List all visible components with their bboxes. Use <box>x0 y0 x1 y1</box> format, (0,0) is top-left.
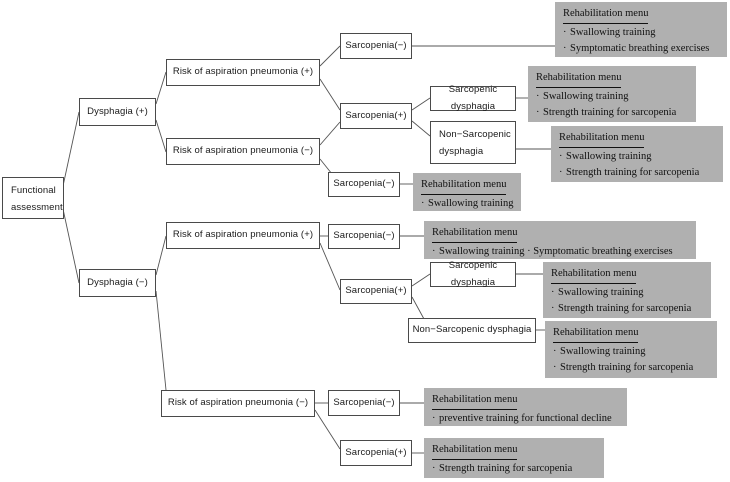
menu-1-title: Rehabilitation menu <box>563 6 649 24</box>
menu-9-item-0: Strength training for sarcopenia <box>432 461 597 478</box>
menu-5-title: Rehabilitation menu <box>432 225 518 243</box>
non-sarcopenic-dysphagia-1-line1: Non−Sarcopenic <box>439 129 511 140</box>
menu-7-title: Rehabilitation menu <box>553 325 639 343</box>
node-dysphagia-positive[interactable]: Dysphagia (+) <box>79 98 156 126</box>
menu-1-item-0: Swallowing training <box>563 25 720 42</box>
menu-6-item-1: Strength training for sarcopenia <box>551 301 704 318</box>
node-sarcopenic-dysphagia-2[interactable]: Sarcopenic dysphagia <box>430 260 516 288</box>
menu-8-item-0: preventive training for functional decli… <box>432 411 620 428</box>
menu-panel-3: Rehabilitation menu Swallowing training … <box>551 126 723 182</box>
edge-dysneg-to-riskpos <box>155 235 167 276</box>
node-sarcopenia-negative-4[interactable]: Sarcopenia(−) <box>328 390 400 416</box>
root-label-line2: assessment <box>11 201 63 213</box>
menu-1-item-1: Symptomatic breathing exercises <box>563 41 720 58</box>
menu-6-title: Rehabilitation menu <box>551 266 637 284</box>
menu-7-item-0: Swallowing training <box>553 344 710 361</box>
menu-5-item-0: Swallowing training · Symptomatic breath… <box>432 244 689 261</box>
menu-6-item-0: Swallowing training <box>551 285 704 302</box>
node-functional-assessment[interactable]: Functional assessment <box>2 177 64 219</box>
edge-riskposa-to-sarcopos1 <box>319 78 341 111</box>
node-sarcopenia-positive-1[interactable]: Sarcopenia(+) <box>340 103 412 129</box>
node-sarcopenia-negative-1[interactable]: Sarcopenia(−) <box>340 33 412 59</box>
edge-riskposb-to-sarcopos2 <box>319 242 341 291</box>
node-risk-aspiration-negative-lower[interactable]: Risk of aspiration pneumonia (−) <box>161 390 315 417</box>
menu-4-item-0: Swallowing training <box>421 196 514 213</box>
root-label-line1: Functional <box>11 185 56 196</box>
node-non-sarcopenic-dysphagia-1[interactable]: Non−Sarcopenic dysphagia <box>430 121 516 164</box>
menu-3-item-0: Swallowing training <box>559 149 716 166</box>
menu-panel-7: Rehabilitation menu Swallowing training … <box>545 321 717 378</box>
node-non-sarcopenic-dysphagia-2[interactable]: Non−Sarcopenic dysphagia <box>408 318 536 343</box>
menu-3-title: Rehabilitation menu <box>559 130 645 148</box>
menu-2-item-1: Strength training for sarcopenia <box>536 105 689 122</box>
menu-panel-2: Rehabilitation menu Swallowing training … <box>528 66 696 122</box>
edge-sarcopos2-to-sarcodys2 <box>411 273 431 287</box>
node-sarcopenic-dysphagia-1[interactable]: Sarcopenic dysphagia <box>430 84 516 112</box>
node-risk-aspiration-positive-upper[interactable]: Risk of aspiration pneumonia (+) <box>166 59 320 86</box>
node-dysphagia-negative[interactable]: Dysphagia (−) <box>79 269 156 297</box>
edge-sarcopos1-to-sarcodys1 <box>411 97 431 111</box>
menu-7-item-1: Strength training for sarcopenia <box>553 360 710 377</box>
menu-2-title: Rehabilitation menu <box>536 70 622 88</box>
menu-panel-5: Rehabilitation menu Swallowing training … <box>424 221 696 259</box>
edge-risknega-to-sarcopos1 <box>319 121 341 146</box>
edge-root-to-dysphagia-neg <box>62 208 80 284</box>
edge-sarcopos1-to-nonsarcodys1 <box>411 120 431 137</box>
node-sarcopenia-positive-2[interactable]: Sarcopenia(+) <box>340 279 412 304</box>
node-sarcopenia-negative-3[interactable]: Sarcopenia(−) <box>328 224 400 249</box>
edge-riskposa-to-sarconeg1 <box>319 45 341 67</box>
menu-panel-8: Rehabilitation menu preventive training … <box>424 388 627 426</box>
menu-3-item-1: Strength training for sarcopenia <box>559 165 716 182</box>
menu-panel-9: Rehabilitation menu Strength training fo… <box>424 438 604 478</box>
non-sarcopenic-dysphagia-1-line2: dysphagia <box>439 145 484 157</box>
menu-8-title: Rehabilitation menu <box>432 392 518 410</box>
edge-dysneg-to-riskneg <box>155 290 167 391</box>
node-sarcopenia-negative-2[interactable]: Sarcopenia(−) <box>328 172 400 197</box>
edge-dyspos-to-riskpos <box>155 71 167 105</box>
edge-dyspos-to-riskneg <box>155 119 167 153</box>
menu-panel-4: Rehabilitation menu Swallowing training <box>413 173 521 211</box>
menu-4-title: Rehabilitation menu <box>421 177 507 195</box>
menu-2-item-0: Swallowing training <box>536 89 689 106</box>
menu-panel-6: Rehabilitation menu Swallowing training … <box>543 262 711 318</box>
node-risk-aspiration-positive-lower[interactable]: Risk of aspiration pneumonia (+) <box>166 222 320 249</box>
node-sarcopenia-positive-3[interactable]: Sarcopenia(+) <box>340 440 412 466</box>
node-risk-aspiration-negative-upper[interactable]: Risk of aspiration pneumonia (−) <box>166 138 320 165</box>
edge-root-to-dysphagia-pos <box>62 111 80 187</box>
menu-panel-1: Rehabilitation menu Swallowing training … <box>555 2 727 57</box>
menu-9-title: Rehabilitation menu <box>432 442 518 460</box>
